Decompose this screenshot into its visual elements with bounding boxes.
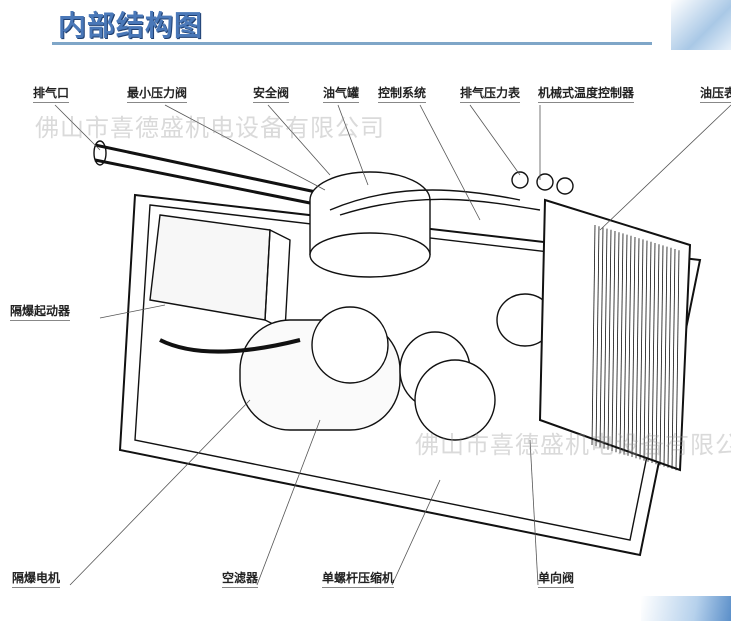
cooler-fin [671, 248, 676, 470]
cooler-fin [607, 229, 612, 450]
cooler-fin [655, 244, 660, 465]
label-control-system: 控制系统 [378, 84, 427, 103]
cooler-fin [667, 247, 672, 468]
label-check-valve: 单向阀 [538, 569, 575, 588]
label-min-pressure-valve: 最小压力阀 [127, 84, 188, 103]
cooler-fin [651, 242, 656, 464]
label-oil-gas-tank: 油气罐 [323, 84, 360, 103]
cooler-fin [623, 234, 628, 455]
cooler-fin [643, 240, 648, 461]
cooler-fin [663, 246, 668, 467]
label-air-filter: 空滤器 [222, 569, 259, 588]
label-mech-temp-controller: 机械式温度控制器 [538, 84, 635, 103]
cooler-fin [591, 224, 596, 446]
cooler-fin [611, 230, 616, 452]
title-underline [52, 42, 652, 45]
cooler-fin [627, 235, 632, 456]
cooler-fin [635, 238, 640, 459]
watermark: 佛山市喜德盛机电设备有限公司 [35, 114, 385, 142]
cooler-fin [603, 228, 608, 449]
cooler-fin [675, 250, 680, 471]
label-safety-valve: 安全阀 [253, 84, 290, 103]
page-title: 内部结构图 [58, 9, 204, 42]
label-starter: 隔爆起动器 [10, 302, 71, 321]
cooler-fin [615, 232, 620, 453]
label-motor: 隔爆电机 [12, 569, 61, 588]
cooler-fin [619, 233, 624, 454]
decor-corner [641, 596, 731, 621]
watermark: 佛山市喜德盛机电设备有限公司 [415, 431, 731, 459]
label-exhaust-pressure-gauge: 排气压力表 [460, 84, 521, 103]
cooler-fin [639, 239, 644, 460]
cooler-fin [659, 245, 664, 466]
cooler-fin [647, 241, 652, 462]
label-oil-pressure-gauge: 油压表 [700, 84, 731, 103]
decor-corner [671, 0, 731, 50]
cooler-fin [599, 227, 604, 448]
label-screw-compressor: 单螺杆压缩机 [322, 569, 395, 588]
cooler-fin [595, 226, 600, 447]
label-exhaust-port: 排气口 [33, 84, 70, 103]
cooler-fin [631, 236, 636, 458]
